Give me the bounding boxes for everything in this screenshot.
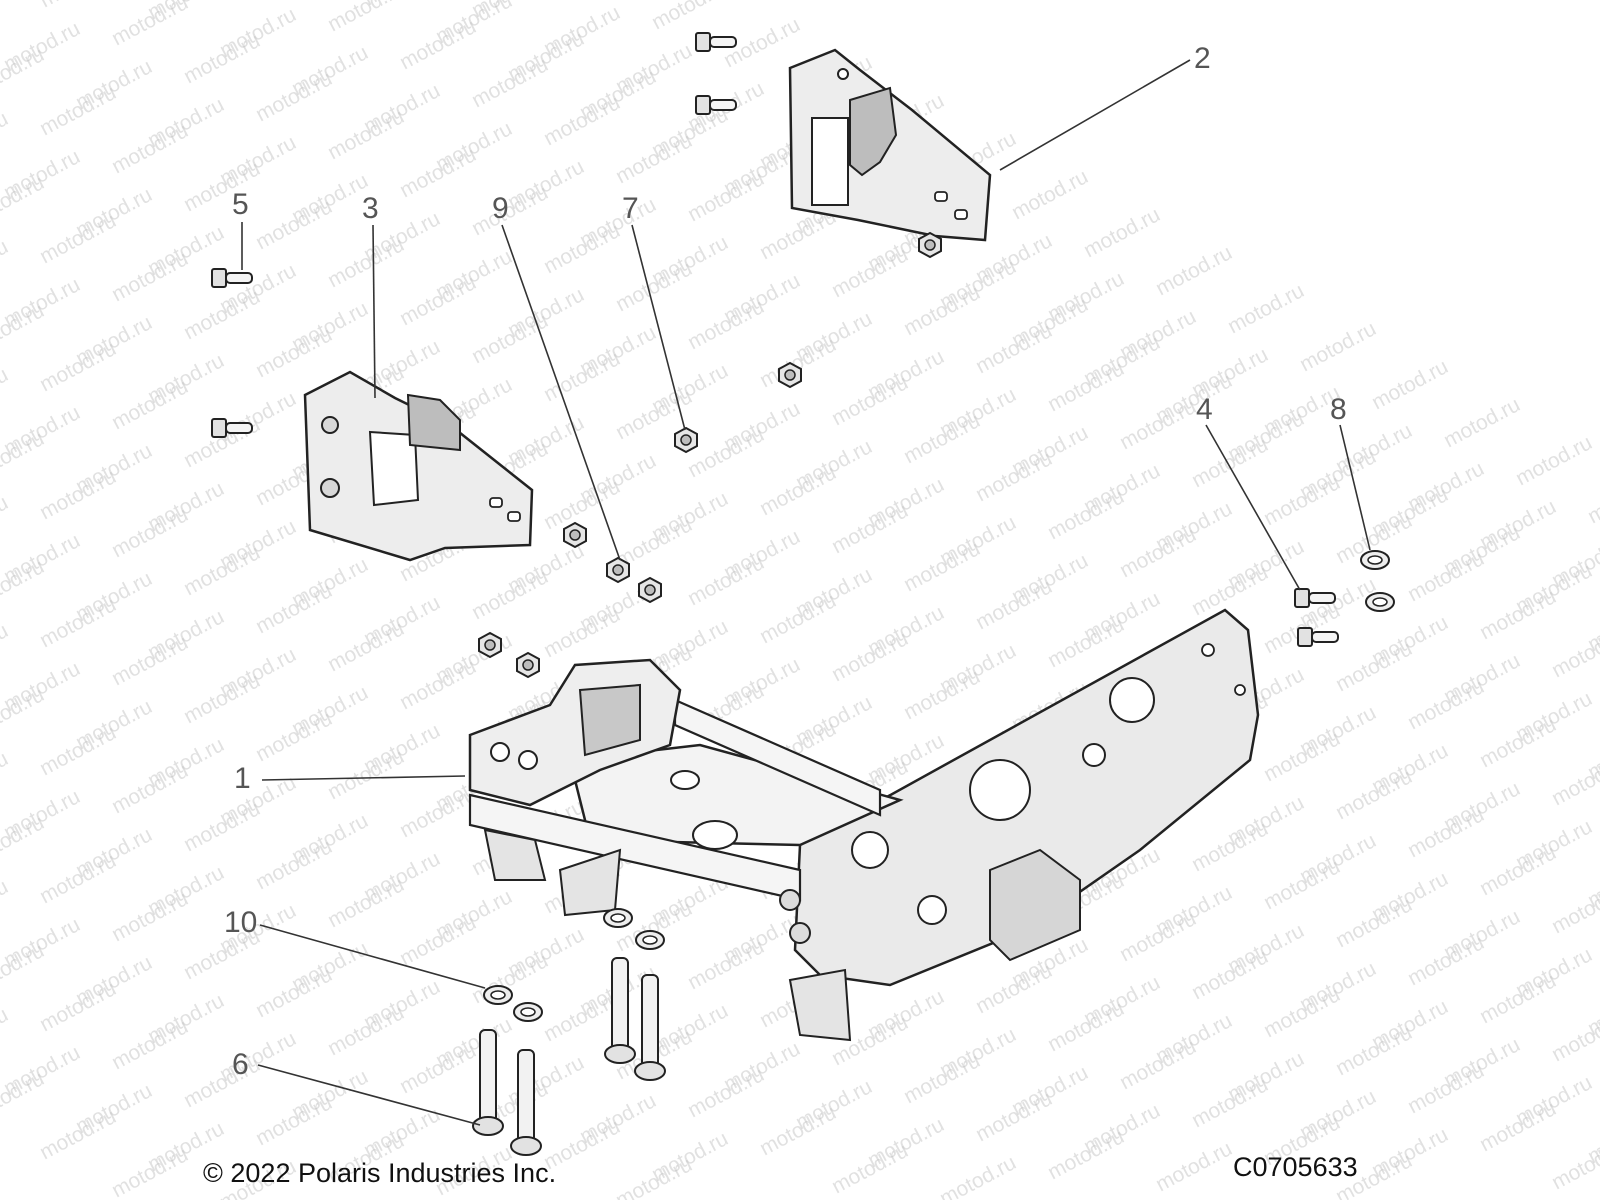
copyright-text: © 2022 Polaris Industries Inc.	[203, 1158, 557, 1188]
washer-part-10-c	[603, 908, 633, 928]
bolt-part-5-upper	[211, 268, 253, 288]
nut-part-9-c	[478, 632, 502, 658]
callout-3: 3	[362, 192, 379, 225]
bolt-part-5-lower	[211, 418, 253, 438]
nut-part-7	[674, 427, 698, 453]
nut-part-9-b	[638, 577, 662, 603]
figure-code: C0705633	[1233, 1152, 1358, 1182]
bolt-top-2	[695, 95, 737, 115]
leader-lines	[241, 59, 1371, 1126]
bolt-part-4-upper	[1294, 588, 1336, 608]
callout-9: 9	[492, 192, 509, 225]
bolt-top-1	[695, 32, 737, 52]
bolt-part-6-d	[634, 974, 666, 1081]
bolt-part-6-b	[510, 1049, 542, 1156]
bolt-part-4-lower	[1297, 627, 1339, 647]
nut-part-7-b	[778, 362, 802, 388]
callout-1: 1	[234, 762, 251, 795]
callout-8: 8	[1330, 393, 1347, 426]
frame-part-1	[468, 608, 1260, 1042]
callout-4: 4	[1196, 393, 1213, 426]
nut-part-9-d	[516, 652, 540, 678]
washer-part-10-a	[483, 985, 513, 1005]
bracket-part-3	[303, 370, 534, 562]
callout-2: 2	[1194, 42, 1211, 75]
bracket-part-2	[788, 48, 992, 242]
callout-6: 6	[232, 1048, 249, 1081]
nut-part-7-c	[918, 232, 942, 258]
washer-part-10-d	[635, 930, 665, 950]
washer-part-10-b	[513, 1002, 543, 1022]
nut-part-7-d	[563, 522, 587, 548]
nut-part-8-lower	[1365, 592, 1395, 612]
callout-5: 5	[232, 188, 249, 221]
bolt-part-6-c	[604, 957, 636, 1064]
nut-part-8-upper	[1360, 550, 1390, 570]
callout-10: 10	[224, 906, 258, 939]
nut-part-9-a	[606, 557, 630, 583]
callout-7: 7	[622, 192, 639, 225]
bolt-part-6-a	[472, 1029, 504, 1136]
